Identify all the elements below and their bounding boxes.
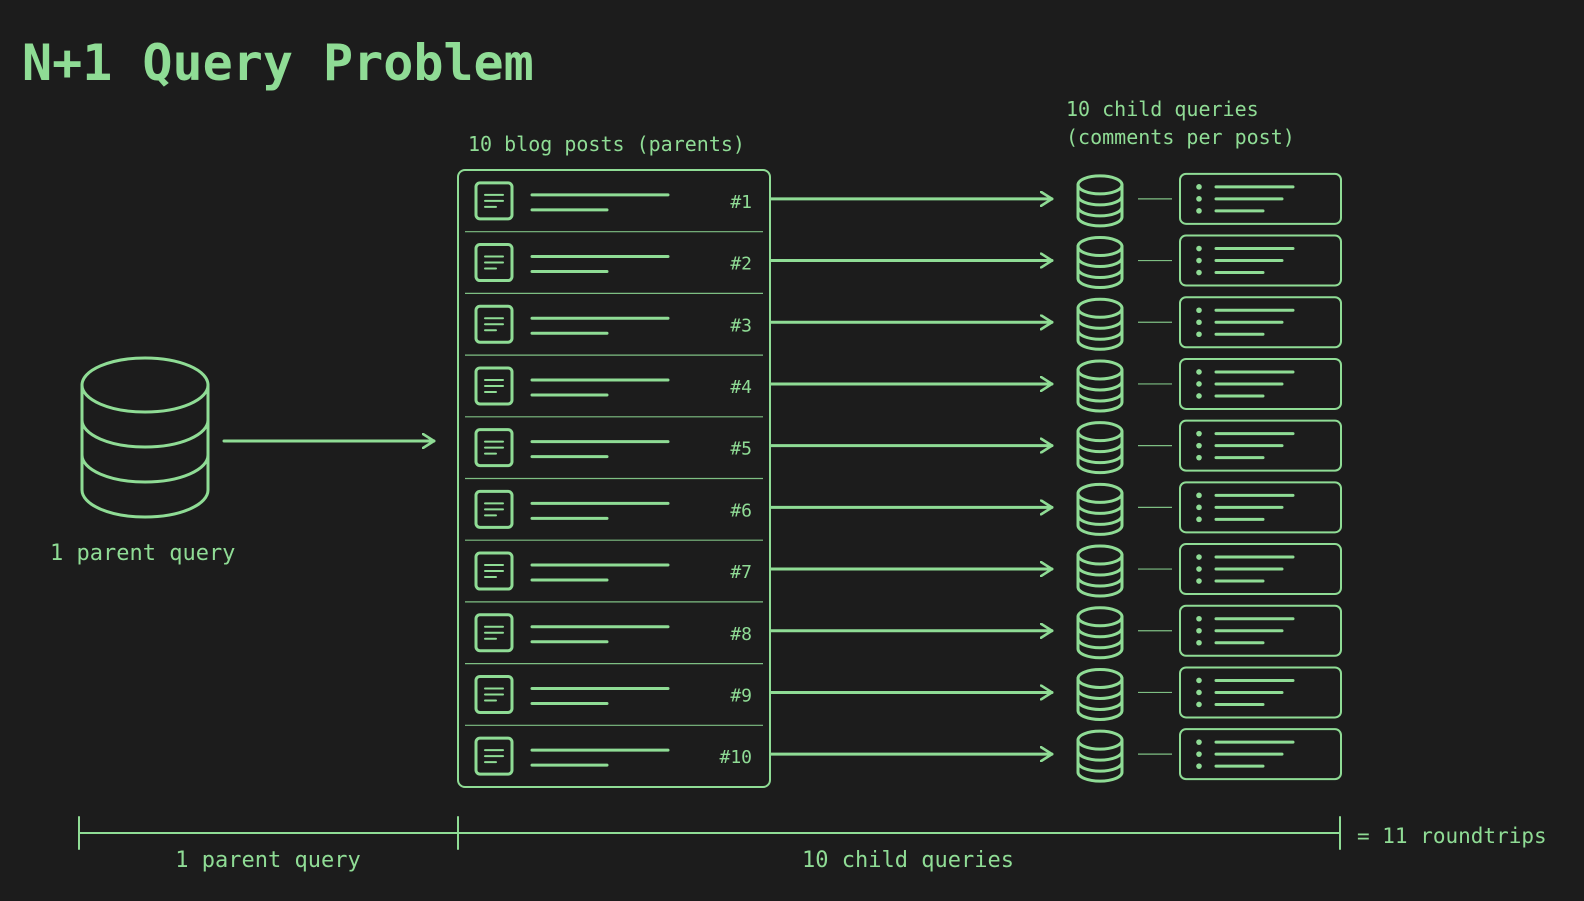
post-row: #8 [465, 613, 763, 665]
child-database-icon [1076, 544, 1124, 598]
comment-list-icon [1179, 604, 1342, 657]
child-database-icon [1076, 667, 1124, 721]
post-number: #2 [730, 254, 752, 275]
post-number: #5 [730, 439, 752, 460]
post-number: #8 [730, 624, 752, 645]
document-icon [474, 304, 514, 344]
document-icon [474, 366, 514, 406]
child-database-icon [1076, 482, 1124, 536]
post-number: #3 [730, 315, 752, 336]
child-queries-sublabel: (comments per post) [1066, 125, 1295, 149]
post-row: #10 [474, 736, 752, 776]
post-row: #4 [465, 366, 763, 418]
document-icon [474, 243, 514, 283]
post-row: #3 [465, 304, 763, 356]
child-database-icon [1076, 359, 1124, 413]
child-database-icon [1076, 174, 1124, 228]
post-row: #7 [465, 551, 763, 603]
roundtrips-total-label: = 11 roundtrips [1357, 824, 1547, 848]
post-number: #7 [730, 562, 752, 583]
page-title: N+1 Query Problem [22, 34, 534, 92]
comment-list-icon [1179, 481, 1342, 534]
post-row: #5 [465, 428, 763, 480]
child-database-icon [1076, 729, 1124, 783]
post-row: #1 [465, 181, 763, 233]
document-icon [474, 551, 514, 591]
document-icon [474, 736, 514, 776]
comment-list-icon [1179, 728, 1342, 781]
post-row: #9 [465, 674, 763, 726]
comment-list-icon [1179, 666, 1342, 719]
comment-list-icon [1179, 419, 1342, 472]
comment-list-icon [1179, 234, 1342, 287]
post-rows: #1 #2 #3 #4 #5 #6 #7 #8 #9 #10 [465, 181, 763, 776]
document-icon [474, 674, 514, 714]
child-database-icon [1076, 236, 1124, 290]
document-icon [474, 181, 514, 221]
post-number: #6 [730, 500, 752, 521]
document-icon [474, 489, 514, 529]
timeline-children-label: 10 child queries [802, 848, 1014, 873]
comment-list-icon [1179, 172, 1342, 225]
posts-panel [457, 169, 771, 788]
post-number: #9 [730, 685, 752, 706]
document-icon [474, 613, 514, 653]
child-queries-label: 10 child queries [1066, 97, 1259, 121]
child-database-icon [1076, 297, 1124, 351]
post-row: #2 [465, 243, 763, 294]
comment-list-icon [1179, 296, 1342, 349]
post-number: #1 [730, 192, 752, 213]
parent-query-label: 1 parent query [50, 541, 235, 566]
post-row: #6 [465, 489, 763, 541]
child-database-icon [1076, 421, 1124, 475]
comment-list-icon [1179, 543, 1342, 596]
child-database-icon [1076, 606, 1124, 660]
parent-database-icon [80, 356, 210, 519]
post-number: #4 [730, 377, 752, 398]
document-icon [474, 428, 514, 468]
roundtrip-timeline [78, 816, 1341, 850]
post-number: #10 [719, 747, 752, 768]
timeline-parent-label: 1 parent query [175, 848, 360, 873]
posts-label: 10 blog posts (parents) [468, 132, 745, 156]
comment-list-icon [1179, 357, 1342, 410]
